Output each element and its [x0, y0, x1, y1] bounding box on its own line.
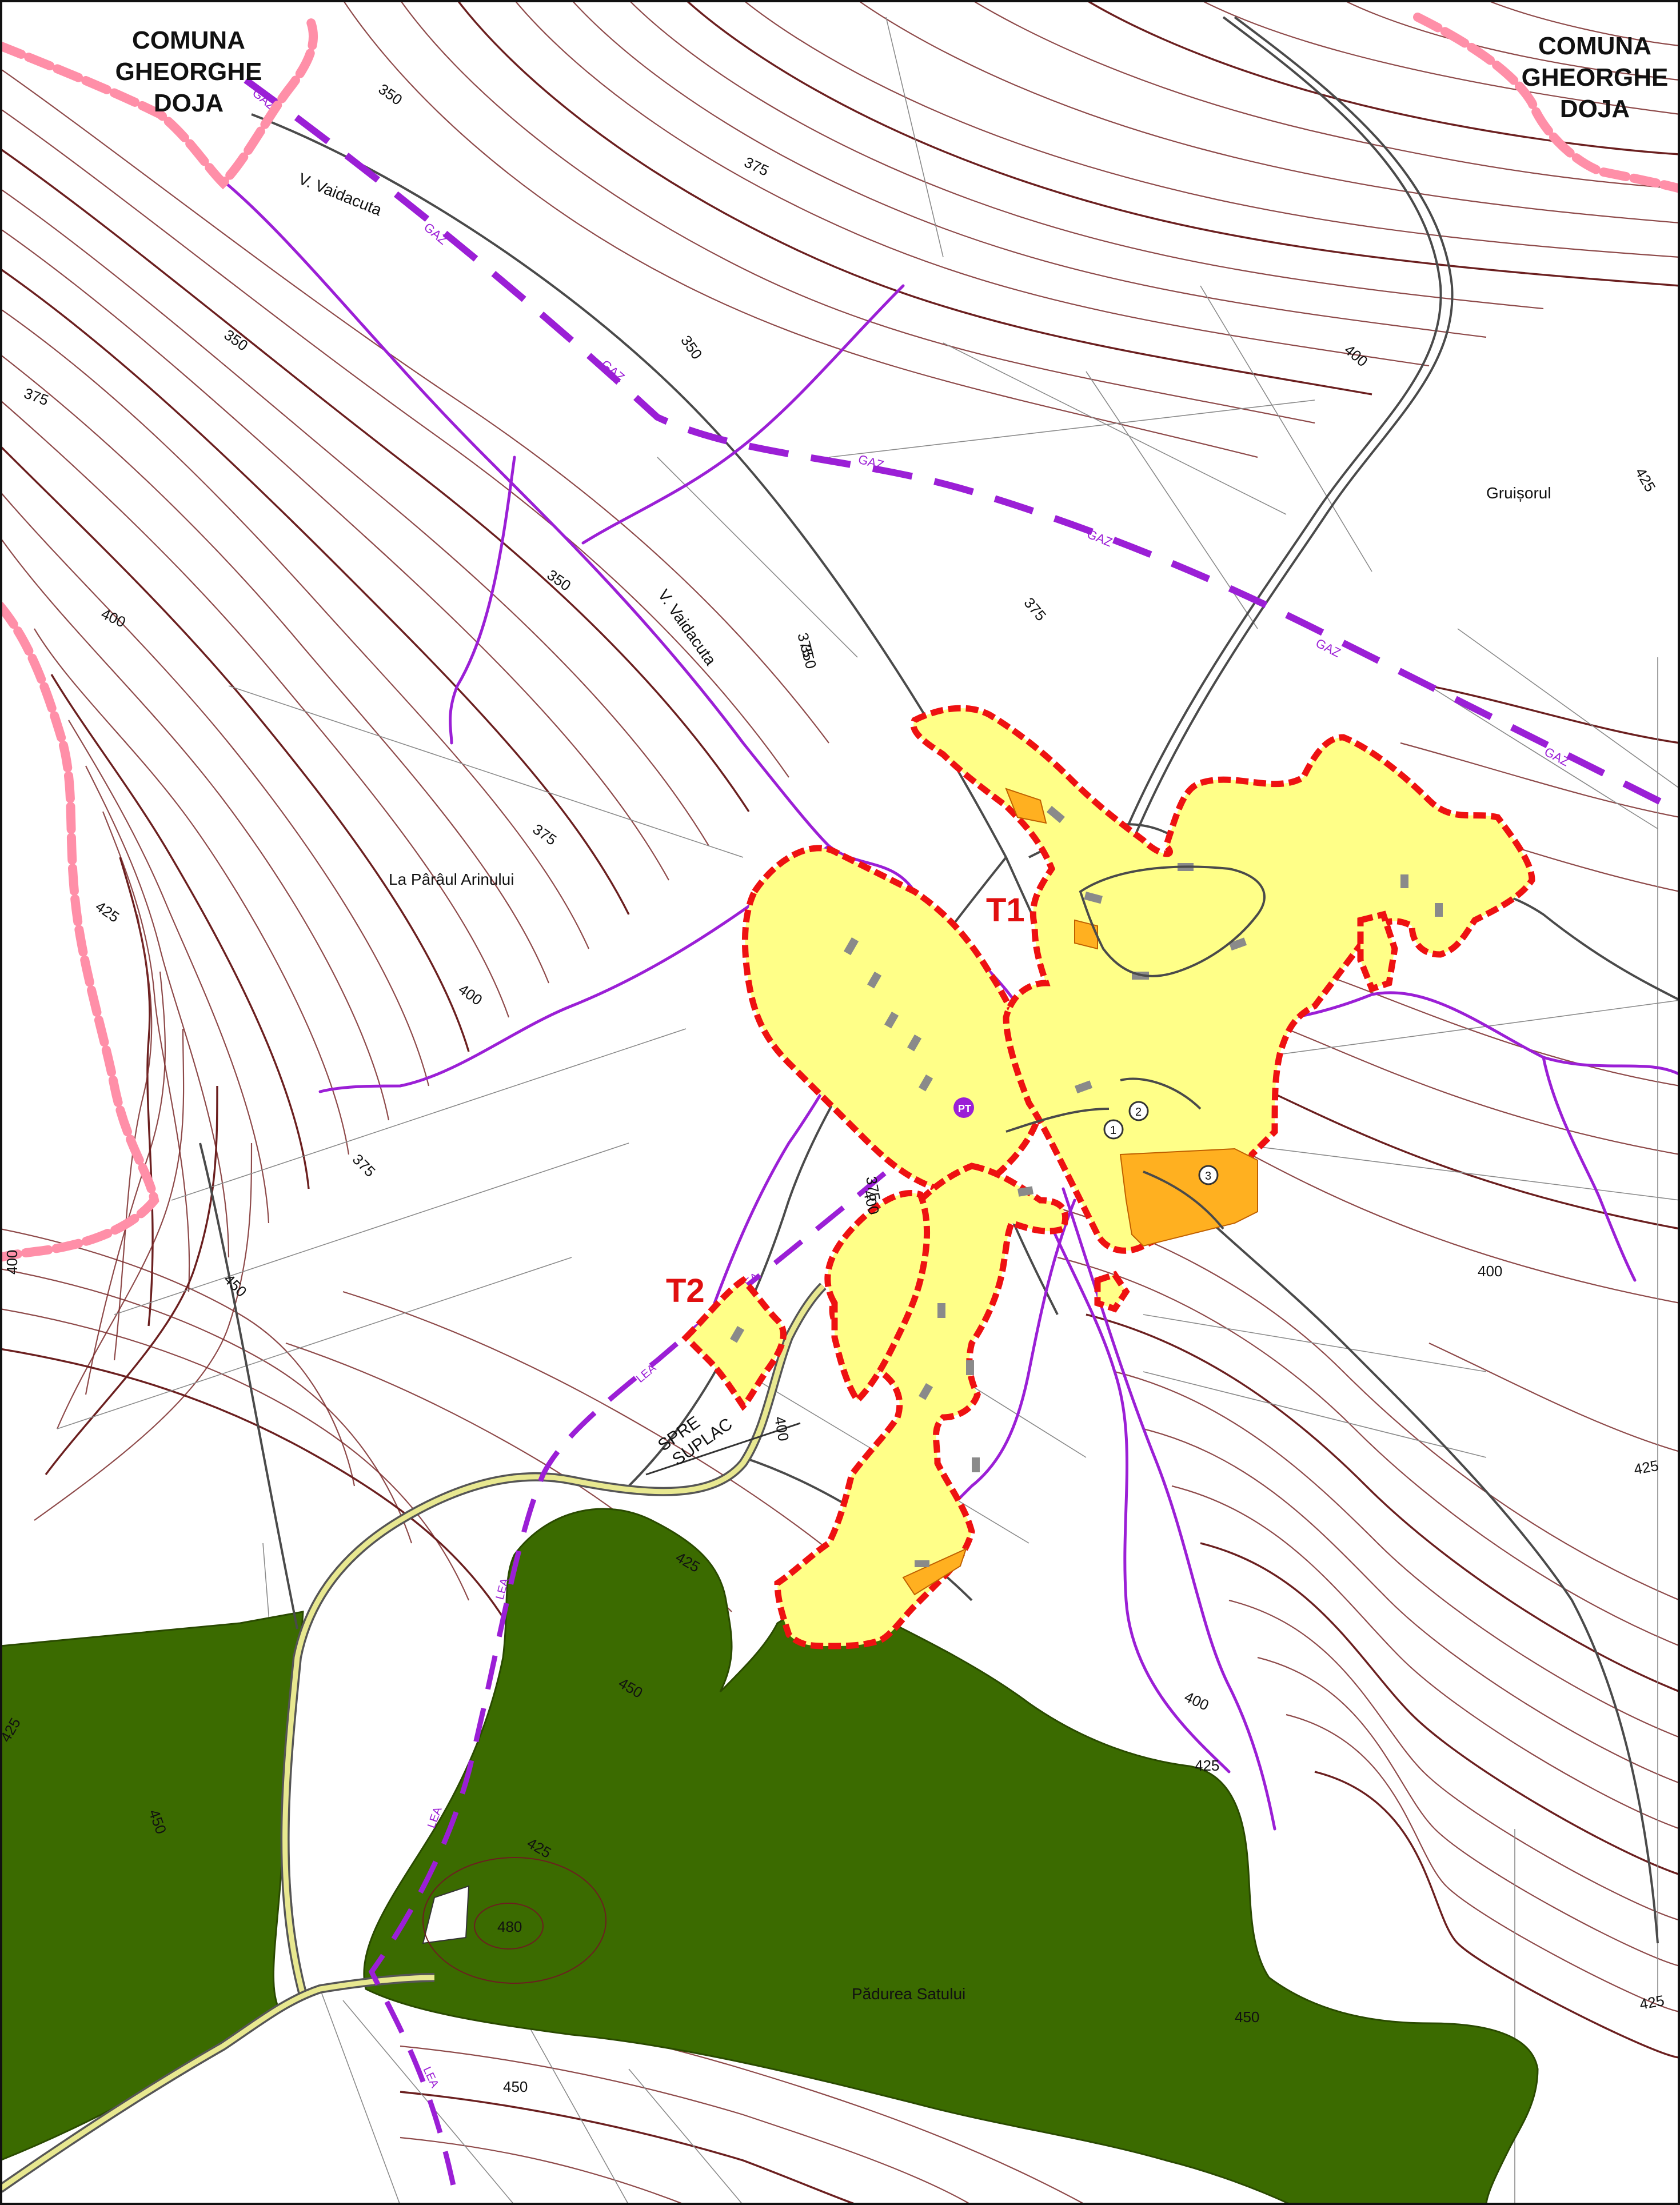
contour-value: 450 — [1235, 2008, 1259, 2026]
valley-label-2: V. Vaidacuta — [655, 586, 720, 669]
intravilan-t2 — [681, 1276, 787, 1411]
comuna-label-east-line1: COMUNA — [1538, 32, 1651, 60]
gas-label-2: GAZ — [421, 220, 450, 247]
hilltop-contour — [474, 1903, 544, 1950]
contour-value: 400 — [1478, 1263, 1502, 1280]
intravilan-t1-north — [910, 705, 1535, 1254]
contour-value: 375 — [863, 1175, 884, 1203]
contour-value: 350 — [797, 642, 820, 671]
commune-limits — [0, 13, 1680, 1262]
la-paraul-arinului-label: La Pârâul Arinului — [389, 870, 514, 888]
comuna-label-east-line2: GHEORGHE — [1522, 63, 1669, 91]
gas-label-6: GAZ — [1314, 636, 1343, 660]
contour-value: 400 — [771, 1415, 792, 1443]
marker-1: 1 — [1110, 1124, 1116, 1137]
contour-value: 350 — [221, 326, 252, 354]
hilltop-contour-2 — [422, 1857, 606, 1984]
contour-value: 350 — [544, 566, 574, 594]
contour-value: 350 — [376, 80, 406, 108]
territory-label-t2: T2 — [666, 1272, 705, 1309]
marker-2: 2 — [1135, 1106, 1142, 1119]
contour-value: 425 — [1633, 1457, 1660, 1478]
contour-value: 450 — [503, 2078, 528, 2095]
comuna-label-west-line1: COMUNA — [132, 26, 245, 54]
pt-label: PT — [958, 1103, 971, 1115]
gas-label-5: GAZ — [1085, 526, 1114, 549]
intravilan-east-lot — [1357, 910, 1398, 993]
contour-value: 400 — [1341, 341, 1371, 370]
pt-transformer: PT — [953, 1097, 974, 1118]
contour-value: 425 — [1195, 1757, 1219, 1774]
comuna-label-east-line3: DOJA — [1560, 95, 1630, 123]
numbered-markers: 1 2 3 — [1103, 1101, 1219, 1185]
padurea-satului-label: Pădurea Satului — [852, 1985, 965, 2003]
contour-value: 425 — [93, 897, 123, 925]
gruisorul-label: Gruișorul — [1486, 484, 1551, 502]
contour-value: 425 — [1632, 465, 1659, 495]
contour-value: 450 — [221, 1271, 250, 1300]
contour-value: 425 — [1638, 1992, 1666, 2013]
contour-value: 375 — [741, 153, 771, 179]
village-roads — [1005, 865, 1266, 1230]
forest-west — [0, 1611, 304, 2162]
contour-value: 375 — [1020, 594, 1049, 625]
marker-3: 3 — [1205, 1170, 1211, 1183]
territory-label-t1: T1 — [986, 892, 1025, 929]
forest-clearing — [422, 1885, 470, 1944]
intravilan-south-lot — [1094, 1271, 1130, 1313]
comuna-label-west-line3: DOJA — [154, 89, 224, 117]
forest-padurea-satului — [363, 1508, 1539, 2205]
zone-orange-sw — [902, 1548, 967, 1596]
gas-pipeline: GAZ GAZ GAZ GAZ GAZ GAZ GAZ — [244, 77, 1680, 815]
intravilan-areas — [681, 705, 1535, 1649]
zone-orange-north — [1005, 788, 1047, 824]
contour-value: 375 — [530, 820, 560, 848]
forest-areas — [0, 1508, 1539, 2205]
contour-value: 400 — [3, 1250, 21, 1275]
streams — [210, 170, 1680, 1831]
gas-label-4: GAZ — [857, 452, 885, 473]
contour-value: 375 — [22, 384, 51, 409]
hilltop-480-label: 480 — [497, 1918, 522, 1935]
contour-value: 350 — [677, 332, 705, 362]
contour-value: 375 — [349, 1151, 379, 1180]
intravilan-t1-sw — [824, 1189, 930, 1405]
comuna-label-west-line2: GHEORGHE — [115, 58, 262, 86]
contour-value: 400 — [456, 980, 486, 1008]
contour-value: 400 — [1182, 1688, 1211, 1714]
zone-orange-mid — [1074, 919, 1098, 950]
contour-value: 400 — [98, 605, 128, 631]
